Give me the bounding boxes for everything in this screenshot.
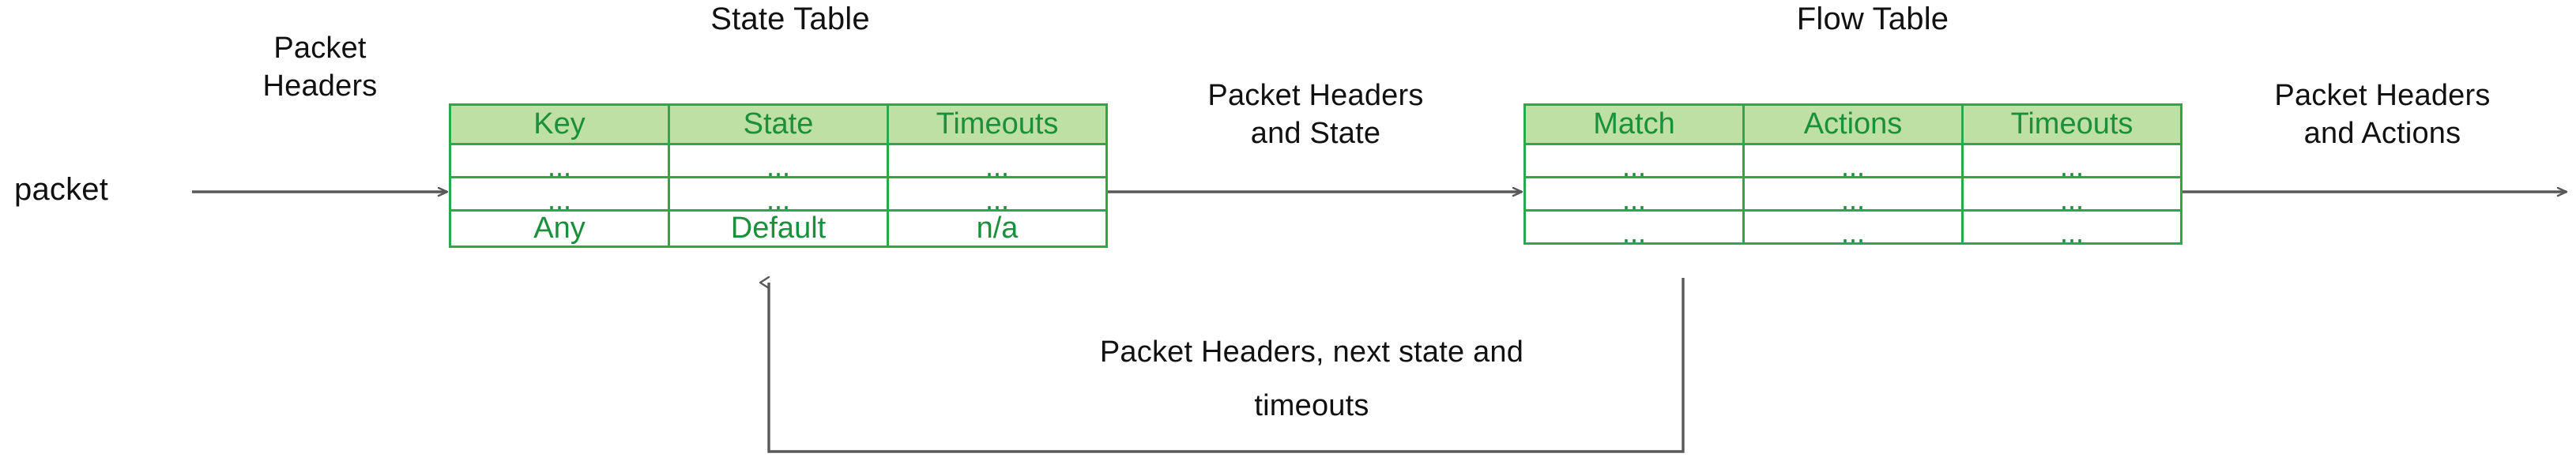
state-table-cell[interactable]: ... — [887, 176, 1108, 213]
state-table-cell[interactable]: Any — [449, 209, 670, 248]
flow-table-cell[interactable]: ... — [1961, 143, 2182, 180]
edge-label-packet-headers-line2: Headers — [262, 69, 378, 103]
flow-table-cell[interactable]: ... — [1523, 143, 1745, 180]
state-table-row[interactable]: ......... — [449, 143, 1108, 180]
state-table-row[interactable]: ......... — [449, 176, 1108, 213]
flow-table-cell[interactable]: ... — [1961, 176, 2182, 213]
edge-label-feedback-line1: Packet Headers, next state and — [1099, 335, 1524, 369]
flow-table-cell[interactable]: ... — [1742, 143, 1964, 180]
edge-label-headers-and-state-line2: and State — [1250, 117, 1381, 150]
flow-table-column-header[interactable]: Match — [1523, 103, 1745, 145]
flow-table-cell[interactable]: ... — [1742, 176, 1964, 213]
flow-table-cell[interactable]: ... — [1523, 176, 1745, 213]
flow-table-row[interactable]: ......... — [1523, 143, 2182, 180]
flow-table-column-header[interactable]: Actions — [1742, 103, 1964, 145]
flow-table-title: Flow Table — [1796, 2, 1949, 36]
edge-label-feedback-line2: timeouts — [1254, 389, 1369, 422]
packet-input-label: packet — [14, 172, 109, 207]
state-table-column-header[interactable]: Key — [449, 103, 670, 145]
edge-label-headers-and-actions-line2: and Actions — [2303, 117, 2461, 150]
flow-table-cell[interactable]: ... — [1742, 209, 1964, 246]
state-table-cell[interactable]: n/a — [887, 209, 1108, 248]
edge-label-headers-and-state-line1: Packet Headers — [1207, 79, 1424, 112]
state-table-cell[interactable]: ... — [449, 176, 670, 213]
edge-label-packet-headers-line1: Packet — [273, 32, 367, 65]
flow-table-cell[interactable]: ... — [1523, 209, 1745, 246]
state-table-cell[interactable]: ... — [887, 143, 1108, 180]
state-table-column-header[interactable]: State — [668, 103, 889, 145]
state-table-cell[interactable]: Default — [668, 209, 889, 248]
flow-table-row[interactable]: ......... — [1523, 209, 2182, 246]
edge-label-headers-and-actions-line1: Packet Headers — [2274, 79, 2491, 112]
state-table-title: State Table — [710, 2, 870, 36]
state-table-column-header[interactable]: Timeouts — [887, 103, 1108, 145]
state-table-cell[interactable]: ... — [668, 176, 889, 213]
state-table-cell[interactable]: ... — [668, 143, 889, 180]
flow-table-column-header[interactable]: Timeouts — [1961, 103, 2182, 145]
state-table-cell[interactable]: ... — [449, 143, 670, 180]
flow-table-cell[interactable]: ... — [1961, 209, 2182, 246]
flow-table-row[interactable]: ......... — [1523, 176, 2182, 213]
